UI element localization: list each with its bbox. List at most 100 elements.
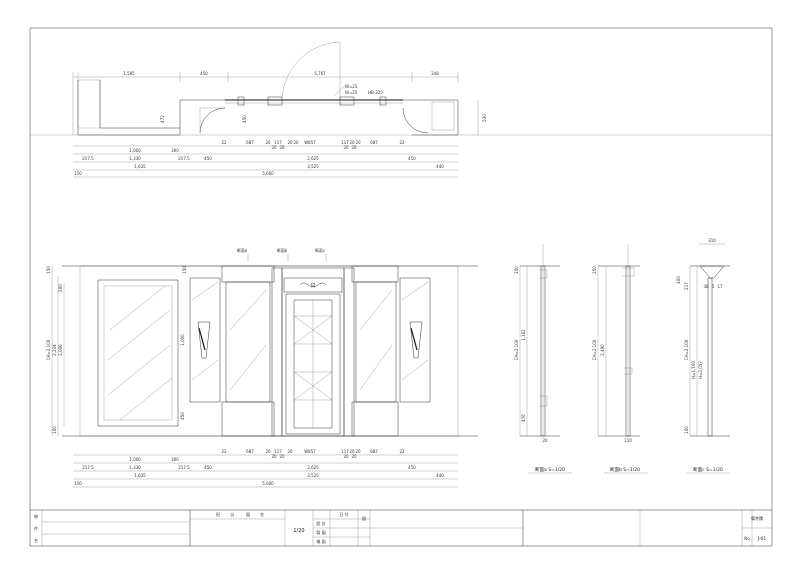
sec-b-dim-2: 2,490 — [600, 344, 605, 356]
plan-row1-4: 20 — [287, 140, 293, 145]
tb-date-label: 日 付 — [339, 511, 348, 517]
elev-row1-3: 117 — [274, 449, 282, 454]
plan-row1-7: 117 — [341, 140, 349, 145]
plan-dim-door-gap: 450 — [242, 115, 247, 123]
plan-row3-2: 217.5 — [178, 156, 190, 161]
elev-left-dim-1: 200 — [58, 284, 63, 292]
plan-view: 1,585 450 5,767 348 W=25 W=25 HB-325 — [30, 41, 772, 136]
tb-head-1: 当 — [230, 511, 234, 517]
tb-scale: 1/20 — [293, 528, 304, 534]
tb-drawing-no: J-01 — [757, 536, 767, 542]
plan-row1-11: 22 — [399, 140, 405, 145]
elev-left-dim-3: 2,234 — [52, 344, 57, 356]
plan-dim-center-span: 5,767 — [314, 71, 326, 76]
plan-row1b-3: 20 — [351, 145, 357, 150]
title-block: 物 件 名 担 当 図 名 1/20 日 付 設 計 製 図 検 図 図 備考欄… — [30, 509, 772, 546]
sec-c-dim-8: H=2,057 — [698, 361, 703, 379]
plan-row4-1: 3,525 — [307, 164, 319, 169]
plan-dim-side-depth: 530 — [482, 114, 487, 122]
elev-label-a: 断面a — [237, 247, 248, 253]
elev-row1-4: 20 — [287, 449, 293, 454]
plan-row1-1: 687 — [246, 140, 254, 145]
elev-row3-4: 2,625 — [307, 465, 319, 470]
elev-left-dim-4: 2,006 — [58, 344, 63, 356]
elev-row1-9: 687 — [370, 449, 378, 454]
elev-label-b: 断面b — [277, 247, 288, 253]
elev-left-dim-2: CH=2,100 — [46, 339, 51, 360]
plan-row2-0: 1,000 — [129, 148, 141, 153]
sec-c-dim-6: CH=2,100 — [684, 339, 689, 360]
plan-note-1: W=25 — [345, 84, 358, 89]
tb-left-0: 物 — [34, 513, 38, 519]
plan-row1-0: 22 — [221, 140, 227, 145]
plan-row1-2: 20 — [265, 140, 271, 145]
plan-dimensions: 22 687 20 117 20 20 W857 117 20 20 687 2… — [73, 140, 458, 178]
tb-side-label: 図 — [362, 516, 366, 521]
elev-left-dim-5: 100 — [52, 426, 57, 434]
sec-c-dim-9: 100 — [684, 426, 689, 434]
plan-dim-left-wall: 1,585 — [123, 71, 135, 76]
elev-label-c: 断面c — [315, 247, 325, 253]
elev-row4-0: 1,635 — [134, 473, 146, 478]
tb-left-2: 名 — [34, 537, 38, 543]
plan-row4-0: 1,635 — [134, 164, 146, 169]
section-a: 150 CH=2,100 1,162 476 20 断面a S=1/20 — [514, 244, 572, 474]
elev-row2-1: 300 — [171, 457, 179, 462]
elev-row1b-1: 20 — [279, 454, 285, 459]
elev-row1b-3: 20 — [351, 454, 357, 459]
sec-a-title: 断面a S=1/20 — [535, 466, 565, 473]
plan-dim-left-depth: 472 — [160, 115, 165, 123]
sec-b-dim-3: 110 — [624, 438, 632, 443]
sec-b-title: 断面b S=1/20 — [610, 466, 640, 473]
plan-row5-0: 150 — [74, 171, 82, 176]
plan-row5-1: 5,600 — [262, 171, 274, 176]
section-c: 310 400 217 38 5 17 CH=2,100 H=1,100 H=2… — [676, 238, 730, 474]
plan-row3-0: 217.5 — [82, 156, 94, 161]
plan-dim-right-wall: 348 — [431, 71, 439, 76]
elev-row3-2: 217.5 — [178, 465, 190, 470]
elev-row1-5: W857 — [304, 449, 316, 454]
elev-row1-7: 20 — [349, 449, 355, 454]
plan-row3-5: 450 — [408, 156, 416, 161]
sec-b-dim-0: 150 — [592, 266, 597, 274]
sec-c-dim-4: 5 — [712, 284, 715, 289]
plan-row1b-1: 20 — [279, 145, 285, 150]
elev-row1-10: 22 — [399, 449, 405, 454]
plan-row1-6: W857 — [304, 140, 316, 145]
plan-row1b-0: 20 — [271, 145, 277, 150]
tb-left-1: 件 — [34, 525, 38, 531]
plan-dim-opening-a: 450 — [200, 71, 208, 76]
tb-no-label: No — [744, 536, 750, 541]
plan-row4-2: 440 — [436, 164, 444, 169]
tb-head-2: 図 — [246, 512, 250, 517]
plan-row3-4: 2,625 — [307, 156, 319, 161]
plan-row1-8: 20 — [349, 140, 355, 145]
tb-head-0: 担 — [216, 511, 220, 517]
elev-row5-1: 5,600 — [262, 481, 274, 486]
elev-row4-1: 3,525 — [307, 473, 319, 478]
plan-row1-10: 687 — [370, 140, 378, 145]
elev-row3-3: 450 — [204, 465, 212, 470]
tb-check-label: 検 図 — [316, 538, 325, 544]
sec-c-title: 断面c S=1/20 — [693, 466, 723, 473]
elev-row1b-0: 20 — [271, 454, 277, 459]
sec-c-dim-1: 400 — [676, 276, 681, 284]
plan-row1-3: 117 — [274, 140, 282, 145]
plan-row1-9: 20 — [355, 140, 361, 145]
elev-row1-2: 20 — [265, 449, 271, 454]
sec-b-dim-1: CH=2,100 — [592, 339, 597, 360]
sec-a-dim-3: 476 — [521, 414, 526, 422]
elev-row5-0: 150 — [74, 481, 82, 486]
plan-row2-1: 300 — [171, 148, 179, 153]
section-b: 150 CH=2,100 2,490 110 断面b S=1/20 — [592, 244, 648, 474]
sec-a-dim-4: 20 — [542, 438, 548, 443]
elev-row3-0: 217.5 — [82, 465, 94, 470]
elev-row1-1: 687 — [246, 449, 254, 454]
sec-a-dim-2: 1,162 — [521, 329, 526, 341]
tb-draft-label: 製 図 — [316, 529, 325, 535]
elev-center-dim-0: 1,000 — [180, 334, 185, 346]
plan-row1-5: 20 — [293, 140, 299, 145]
sheet-border — [29, 27, 773, 547]
plan-row3-1: 1,330 — [129, 156, 141, 161]
